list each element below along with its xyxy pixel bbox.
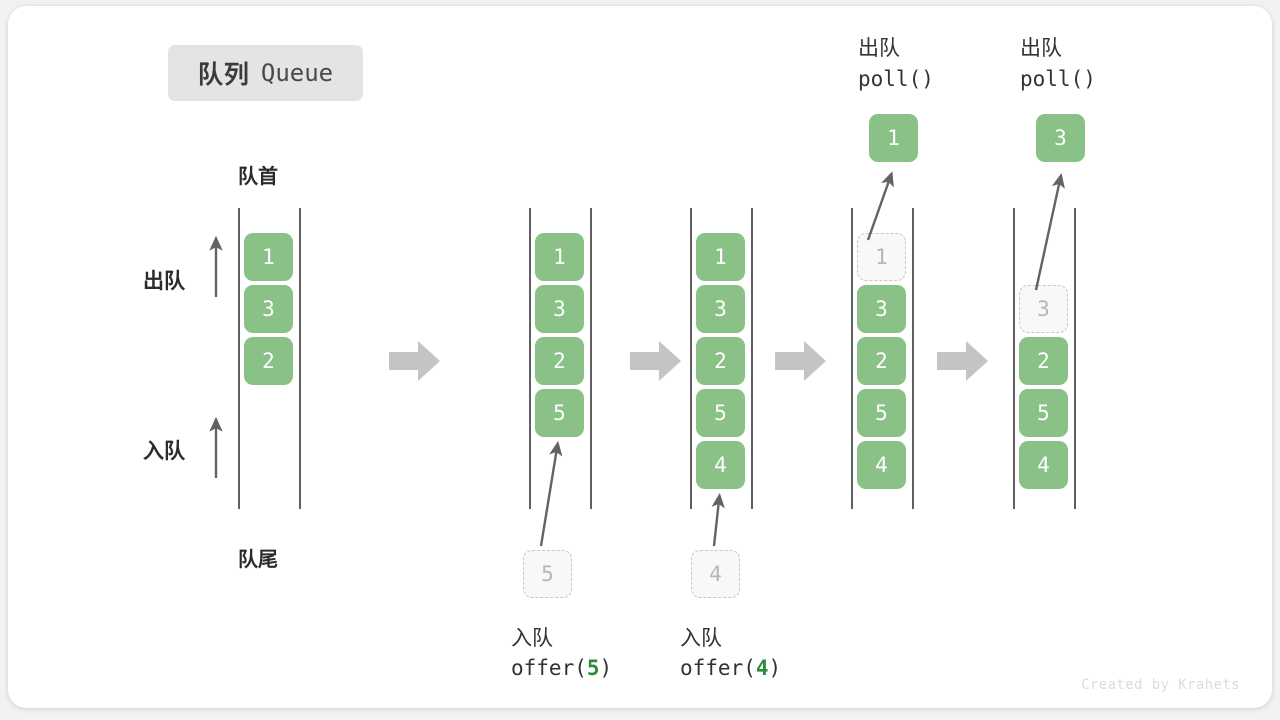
queue-rear-label: 队尾 [238, 549, 278, 571]
caption-poll3-cn: 出队 [1020, 37, 1062, 60]
diagram-title-cn: 队列 [197, 61, 250, 89]
caption-offer5-code-pre: offer( [511, 656, 587, 680]
queue-item-removed: 1 [857, 233, 906, 281]
caption-poll3-code: poll() [1020, 67, 1096, 91]
rail-poll1-left [851, 208, 853, 509]
caption-offer4-code-pre: offer( [680, 656, 756, 680]
queue-item: 3 [857, 285, 906, 333]
queue-item: 1 [244, 233, 293, 281]
queue-item: 2 [857, 337, 906, 385]
incoming-element-4: 4 [691, 550, 740, 598]
caption-offer4-code: offer(4) [680, 656, 781, 680]
queue-front-label: 队首 [238, 166, 278, 188]
queue-item: 2 [696, 337, 745, 385]
queue-item-new: 5 [535, 389, 584, 437]
diagram-title-chip: 队列 Queue [168, 45, 363, 101]
queue-item: 4 [857, 441, 906, 489]
queue-item-new: 4 [696, 441, 745, 489]
queue-item: 5 [857, 389, 906, 437]
queue-item: 1 [696, 233, 745, 281]
caption-offer5-cn: 入队 [511, 627, 553, 650]
queue-item: 2 [244, 337, 293, 385]
caption-offer4-cn: 入队 [680, 627, 722, 650]
queue-item: 4 [1019, 441, 1068, 489]
queue-item: 2 [1019, 337, 1068, 385]
queue-item: 3 [535, 285, 584, 333]
rail-offer4-left [690, 208, 692, 509]
dequeue-side-label: 出队 [143, 270, 185, 293]
diagram-title-en: Queue [260, 59, 334, 87]
queue-item: 2 [535, 337, 584, 385]
rail-offer5-left [529, 208, 531, 509]
caption-poll1-code: poll() [858, 67, 934, 91]
rail-initial-right [299, 208, 301, 509]
queue-item: 1 [535, 233, 584, 281]
popped-element-1: 1 [869, 114, 918, 162]
rail-initial-left [238, 208, 240, 509]
popped-element-3: 3 [1036, 114, 1085, 162]
caption-offer4-code-arg: 4 [755, 656, 769, 680]
queue-item: 3 [244, 285, 293, 333]
rail-offer5-right [590, 208, 592, 509]
caption-offer5-code-post: ) [599, 656, 613, 680]
caption-offer4-code-post: ) [768, 656, 782, 680]
caption-offer5-code-arg: 5 [586, 656, 600, 680]
queue-item: 5 [696, 389, 745, 437]
queue-item: 3 [696, 285, 745, 333]
caption-poll1-cn: 出队 [858, 37, 900, 60]
queue-item: 5 [1019, 389, 1068, 437]
rail-poll3-right [1074, 208, 1076, 509]
incoming-element-5: 5 [523, 550, 572, 598]
watermark-credit: Created by Krahets [1081, 677, 1240, 693]
rail-poll1-right [912, 208, 914, 509]
rail-poll3-left [1013, 208, 1015, 509]
rail-offer4-right [751, 208, 753, 509]
diagram-card [8, 6, 1272, 708]
queue-item-removed: 3 [1019, 285, 1068, 333]
caption-offer5-code: offer(5) [511, 656, 612, 680]
enqueue-side-label: 入队 [143, 440, 185, 463]
